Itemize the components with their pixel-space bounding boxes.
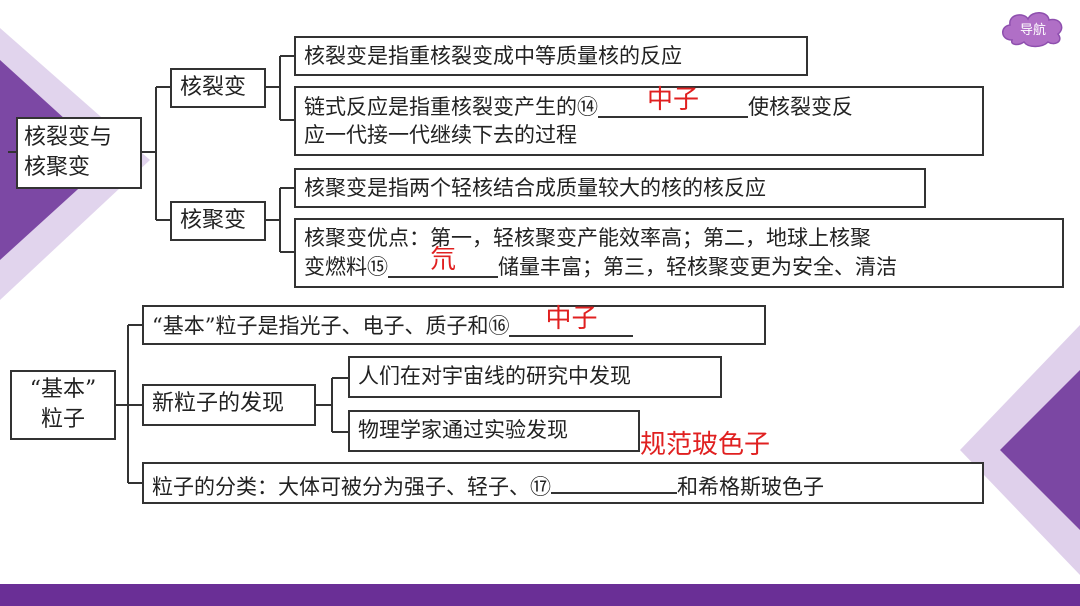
fusion-definition: 核聚变是指两个轻核结合成质量较大的核的核反应: [294, 168, 926, 208]
root-fission-fusion: 核裂变与 核聚变: [16, 117, 142, 189]
nav-label: 导航: [1019, 22, 1046, 38]
bottom-bar: [0, 584, 1080, 606]
chain-reaction-text-line2: 应一代接一代继续下去的过程: [304, 123, 577, 147]
root-basic-particles-line1: “基本”: [29, 377, 97, 402]
classification-text-post: 和希格斯玻色子: [677, 475, 824, 499]
blank-14: 中子: [598, 86, 748, 118]
cloud-icon: [1002, 12, 1063, 48]
fusion-advantages-line1: 核聚变优点：第一，轻核聚变产能效率高；第二，地球上核聚: [304, 226, 871, 250]
root-basic-particles-line2: 粒子: [40, 407, 85, 432]
root-fission-fusion-line1: 核裂变与: [24, 125, 113, 150]
answer-15: 氘: [429, 245, 456, 275]
classification-text-pre: 粒子的分类：大体可被分为强子、轻子、⑰: [152, 475, 551, 499]
new-particles-cosmic: 人们在对宇宙线的研究中发现: [348, 356, 722, 398]
chain-reaction-text-pre: 链式反应是指重核裂变产生的⑭: [304, 95, 598, 119]
particle-classification: 粒子的分类：大体可被分为强子、轻子、⑰ 和希格斯玻色子: [142, 462, 984, 504]
root-fission-fusion-line2: 核聚变: [24, 155, 91, 180]
fusion-node: 核聚变: [170, 201, 266, 241]
blank-17: [551, 468, 677, 494]
fission-node: 核裂变: [170, 68, 266, 108]
basic-particles-text: “基本”粒子是指光子、电子、质子和⑯: [152, 314, 510, 338]
answer-17: 规范玻色子: [640, 430, 771, 460]
answer-16: 中子: [545, 304, 598, 334]
blank-15: 氘: [388, 246, 498, 278]
basic-particles-definition: “基本”粒子是指光子、电子、质子和⑯ 中子: [142, 305, 766, 345]
chain-reaction: 链式反应是指重核裂变产生的⑭ 中子 使核裂变反 应一代接一代继续下去的过程: [294, 86, 984, 156]
new-particles-node: 新粒子的发现: [142, 384, 316, 426]
root-basic-particles: “基本” 粒子: [10, 370, 116, 440]
new-particles-lab: 物理学家通过实验发现: [348, 410, 640, 452]
chain-reaction-text-post: 使核裂变反: [748, 95, 853, 119]
fusion-advantages-pre: 变燃料⑮: [304, 255, 388, 279]
fission-definition: 核裂变是指重核裂变成中等质量核的反应: [294, 36, 808, 76]
answer-14: 中子: [646, 85, 699, 115]
fusion-advantages: 核聚变优点：第一，轻核聚变产能效率高；第二，地球上核聚 变燃料⑮ 氘 储量丰富；第三…: [294, 218, 1064, 288]
nav-button[interactable]: 导航: [998, 8, 1068, 48]
blank-16: 中子: [509, 305, 634, 337]
fusion-advantages-post: 储量丰富；第三，轻核聚变更为安全、清洁: [498, 255, 897, 279]
